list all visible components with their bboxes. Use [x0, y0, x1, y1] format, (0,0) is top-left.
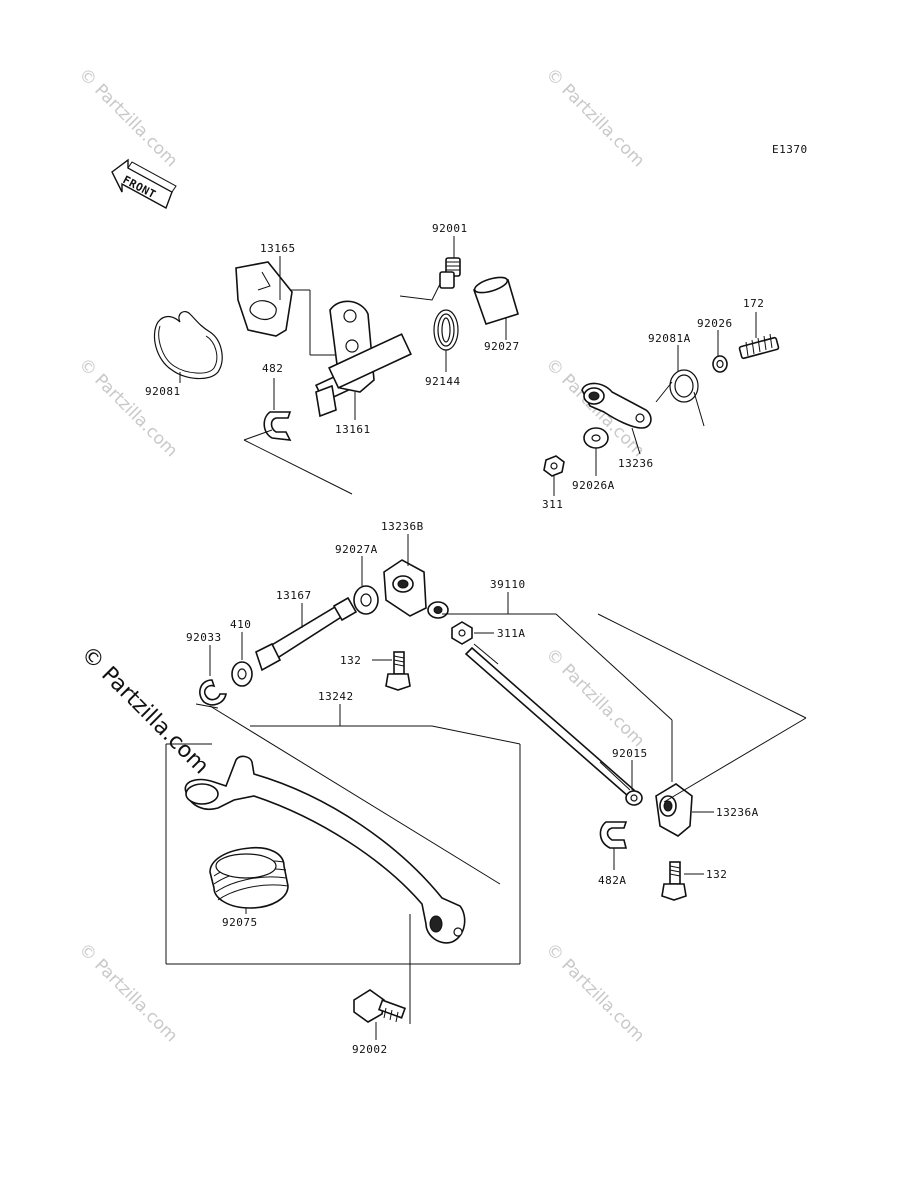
label-13236: 13236 — [618, 457, 654, 470]
part-92081-icon — [153, 310, 223, 380]
part-410-icon — [231, 661, 253, 687]
label-92001: 92001 — [432, 222, 468, 235]
part-13165-icon — [235, 261, 293, 337]
part-132-icon — [385, 651, 411, 691]
label-92026: 92026 — [697, 317, 733, 330]
label-92002: 92002 — [352, 1043, 388, 1056]
label-92075: 92075 — [222, 916, 258, 929]
label-13242: 13242 — [318, 690, 354, 703]
part-13242-icon — [184, 755, 466, 944]
part-13236A-icon — [655, 783, 693, 837]
part-92001-icon — [439, 257, 461, 289]
watermark: © Partzilla.com — [74, 354, 181, 461]
label-92027A: 92027A — [335, 543, 378, 556]
part-13167-icon — [255, 596, 358, 672]
part-92026A-icon — [583, 427, 609, 449]
label-172: 172 — [743, 297, 764, 310]
label-482: 482 — [262, 362, 283, 375]
diagram-code: E1370 — [772, 143, 808, 156]
part-132-icon — [661, 861, 687, 901]
label-13236B: 13236B — [381, 520, 424, 533]
label-311: 311 — [542, 498, 563, 511]
watermark-prominent: © Partzilla.com — [76, 642, 214, 780]
label-92144: 92144 — [425, 375, 461, 388]
part-92075-icon — [209, 846, 289, 909]
label-311A: 311A — [497, 627, 526, 640]
part-92144-icon — [399, 283, 459, 351]
part-13236-icon — [581, 382, 652, 429]
label-13236A: 13236A — [716, 806, 759, 819]
part-13236B-icon — [383, 559, 449, 619]
part-92026-icon — [712, 355, 728, 373]
label-92027: 92027 — [484, 340, 520, 353]
label-13167: 13167 — [276, 589, 312, 602]
label-13165: 13165 — [260, 242, 296, 255]
label-92081: 92081 — [145, 385, 181, 398]
label-92081A: 92081A — [648, 332, 691, 345]
part-92033-icon — [199, 679, 227, 706]
label-92026A: 92026A — [572, 479, 615, 492]
label-13161: 13161 — [335, 423, 371, 436]
label-132-b: 132 — [706, 868, 727, 881]
label-482A: 482A — [598, 874, 627, 887]
watermark: © Partzilla.com — [541, 939, 648, 1046]
label-39110: 39110 — [490, 578, 526, 591]
label-132-a: 132 — [340, 654, 361, 667]
part-482A-icon — [599, 821, 628, 849]
label-92015: 92015 — [612, 747, 648, 760]
part-92002-icon — [353, 989, 407, 1023]
part-92015-icon — [625, 790, 643, 806]
label-92033: 92033 — [186, 631, 222, 644]
part-311-icon — [543, 455, 565, 477]
part-92027A-icon — [353, 585, 379, 615]
part-482-icon — [263, 411, 292, 441]
watermark: © Partzilla.com — [541, 64, 648, 171]
watermark: © Partzilla.com — [74, 64, 181, 171]
label-410: 410 — [230, 618, 251, 631]
watermark: © Partzilla.com — [74, 939, 181, 1046]
part-13161-icon — [315, 300, 412, 418]
part-311A-icon — [451, 621, 473, 645]
part-92081A-icon — [655, 369, 705, 427]
part-172-icon — [738, 333, 780, 360]
part-92027-icon — [472, 276, 519, 325]
